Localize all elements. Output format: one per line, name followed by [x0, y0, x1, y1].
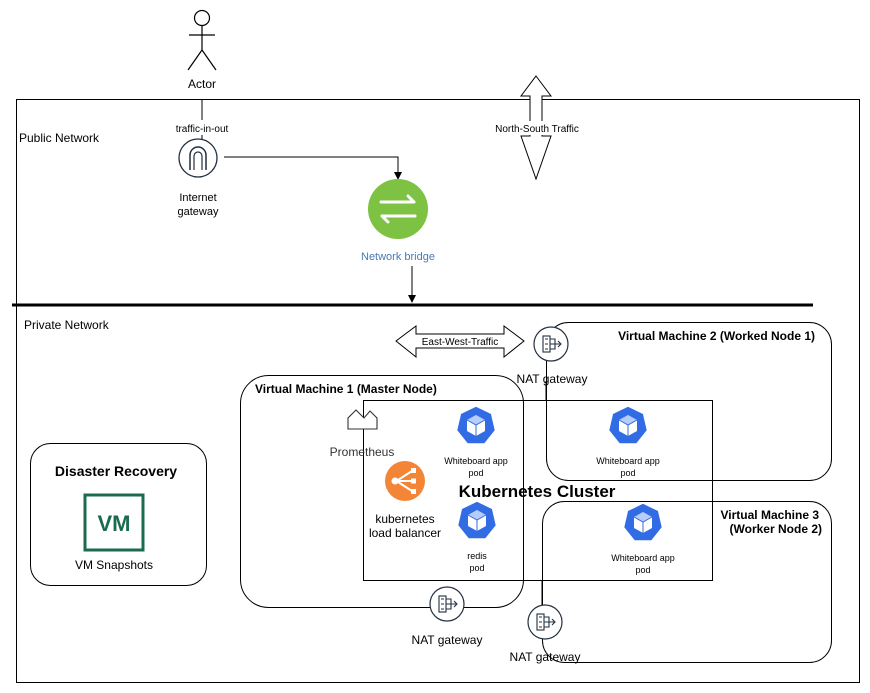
vm-snapshots-label: VM Snapshots: [75, 558, 153, 572]
load-balancer-icon[interactable]: [385, 461, 425, 501]
vm2-container[interactable]: [546, 322, 832, 481]
redis-pod-icon[interactable]: [456, 500, 498, 540]
whiteboard-pod-vm2-label-line2: pod: [620, 468, 635, 478]
vm-snapshot-icon-text: VM: [98, 511, 131, 536]
prometheus-icon[interactable]: [347, 409, 378, 430]
vm2-label: Virtual Machine 2 (Worked Node 1): [618, 329, 815, 343]
internet-gateway-label-line1: Internet: [179, 192, 216, 204]
whiteboard-pod-vm1-icon[interactable]: [455, 405, 497, 445]
vm3-label-line2: (Worker Node 2): [730, 522, 822, 536]
kubernetes-cluster-container[interactable]: [363, 400, 713, 581]
east-west-arrow: [395, 325, 525, 359]
whiteboard-pod-vm3-label-line2: pod: [635, 565, 650, 575]
east-west-label: East-West-Traffic: [422, 337, 499, 348]
redis-pod-label-line2: pod: [469, 563, 484, 573]
whiteboard-pod-vm2-label-line1: Whiteboard app: [596, 456, 660, 466]
vm1-label: Virtual Machine 1 (Master Node): [255, 382, 437, 396]
gateway-to-bridge-connector: [224, 156, 402, 180]
north-south-label-bg: [489, 121, 585, 135]
load-balancer-label-line2: load balancer: [369, 526, 441, 540]
actor-icon: [187, 9, 217, 71]
private-network-label: Private Network: [24, 318, 110, 332]
vm1-container[interactable]: [240, 375, 524, 608]
internet-gateway-label-line2: gateway: [178, 206, 219, 218]
whiteboard-pod-vm1-label-line2: pod: [468, 468, 483, 478]
vm3-label-line1: Virtual Machine 3: [721, 508, 820, 522]
disaster-recovery-container[interactable]: [30, 443, 207, 586]
nat-gateway-vm1-icon[interactable]: [429, 586, 465, 622]
network-boundary: [16, 99, 860, 683]
redis-pod-label-line1: redis: [467, 551, 487, 561]
kubernetes-cluster-label: Kubernetes Cluster: [459, 482, 616, 501]
whiteboard-pod-vm2-icon[interactable]: [607, 405, 649, 445]
nat-gateway-vm1-label: NAT gateway: [412, 633, 483, 647]
actor-label: Actor: [188, 77, 216, 91]
network-bridge-icon[interactable]: [368, 179, 428, 239]
network-bridge-label: Network bridge: [361, 251, 435, 263]
whiteboard-pod-vm3-label-line1: Whiteboard app: [611, 553, 675, 563]
traffic-in-out-label: traffic-in-out: [176, 124, 229, 135]
nat-gateway-top-label: NAT gateway: [517, 372, 588, 386]
whiteboard-pod-vm1-label-line1: Whiteboard app: [444, 456, 508, 466]
disaster-recovery-title: Disaster Recovery: [55, 463, 177, 479]
load-balancer-label-line1: kubernetes: [375, 512, 434, 526]
vm-snapshot-icon[interactable]: [83, 493, 145, 552]
internet-gateway-icon[interactable]: [178, 138, 218, 178]
prometheus-label: Prometheus: [330, 445, 395, 459]
nat-gateway-vm3-icon[interactable]: [527, 604, 563, 640]
north-south-label: North-South Traffic: [495, 124, 579, 135]
public-network-label: Public Network: [19, 131, 100, 145]
whiteboard-pod-vm3-icon[interactable]: [622, 502, 664, 542]
nat-gateway-top-icon[interactable]: [533, 326, 569, 362]
nat-gateway-vm3-label: NAT gateway: [510, 650, 581, 664]
